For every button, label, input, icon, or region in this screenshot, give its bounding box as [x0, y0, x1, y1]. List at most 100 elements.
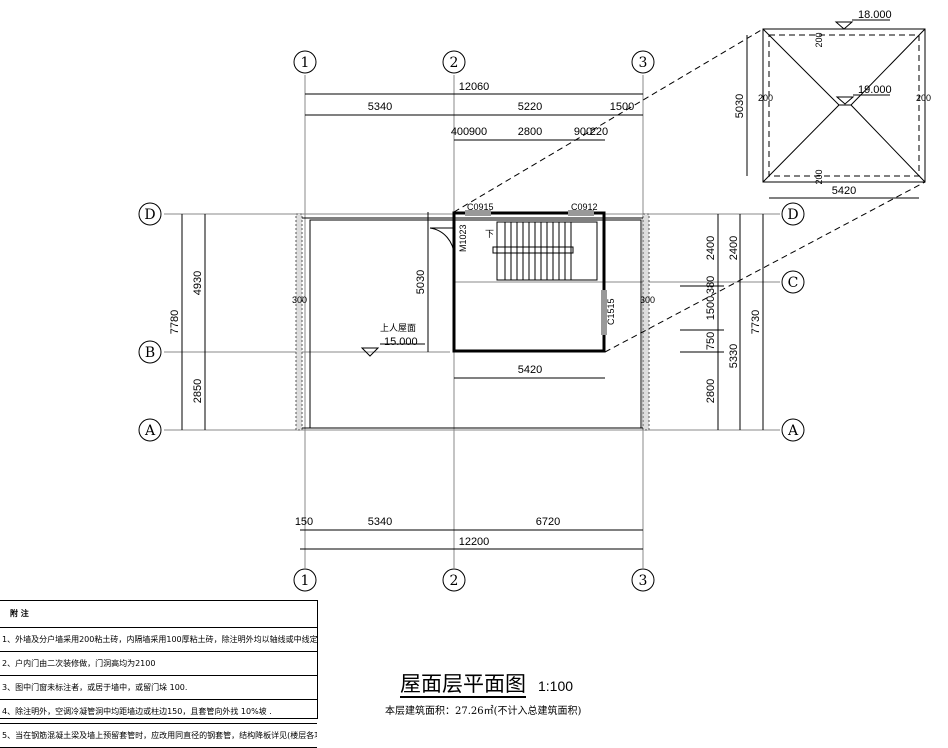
drawing-line [850, 104, 926, 183]
roof-label: 上人屋面 [380, 323, 416, 333]
axis-bubble-1-top: 1 [293, 50, 317, 74]
axis-bubble-D-right: D [781, 202, 805, 226]
drawing-line [138, 202, 162, 226]
dimension-label: 5220 [518, 101, 542, 113]
roof-plan [746, 19, 926, 199]
drawing-line [452, 211, 606, 353]
wall-thickness-left: 300 [292, 295, 307, 305]
top-dimensions: 12060 5340 5220 1500 400 900 2800 900 22… [305, 81, 643, 141]
drawing-line [781, 202, 805, 226]
axis-bubble-B-left: B [138, 340, 162, 364]
roof-floor-plan-drawing: 1 2 3 1 2 3 D B A D C A 300 300 C0915 C0… [138, 9, 931, 592]
dimension-label: 400 [451, 126, 469, 138]
drawing-line [295, 213, 303, 431]
grid-lines [164, 75, 780, 568]
drawing-line [293, 568, 317, 592]
dimension-label: 900 [469, 126, 487, 138]
dimension-label: 1 [301, 573, 310, 589]
drawing-line [293, 50, 317, 74]
axis-bubble-C-right: C [781, 270, 805, 294]
roof-ridge-elevation: 19.000 [858, 84, 892, 96]
dimension-label: 200 [814, 169, 824, 184]
roof-plan-height: 5030 [734, 94, 746, 118]
stair-width-dim: 5420 [518, 364, 542, 376]
dimension-label: 750 [705, 332, 717, 350]
dimension-label: B [145, 345, 155, 361]
note-item: 2、户内门由二次装修做，门洞高均为2100 [0, 652, 317, 676]
axis-bubble-2-top: 2 [442, 50, 466, 74]
axis-bubble-A-left: A [138, 418, 162, 442]
drawing-line [850, 28, 926, 106]
axis-bubble-1-bottom: 1 [293, 568, 317, 592]
stair-room [429, 210, 607, 353]
drawing-line [442, 50, 466, 74]
notes-table: 附 注 1、外墙及分户墙采用200粘土砖，内隔墙采用100厚粘土砖，除注明外均以… [0, 600, 318, 748]
roof-eave-elevation: 18.000 [858, 9, 892, 21]
window-c0915: C0915 [467, 202, 494, 212]
dimension-label: 2800 [705, 379, 717, 403]
dimension-label: 2400 [705, 236, 717, 260]
dimension-label: 2 [450, 573, 459, 589]
dimension-label: 4930 [192, 271, 204, 295]
dimension-label: 220 [590, 126, 608, 138]
window-c1515: C1515 [606, 298, 616, 325]
dimension-label: 2400 [728, 236, 740, 260]
axis-bubble-D-left: D [138, 202, 162, 226]
bottom-dimensions: 150 5340 6720 12200 [295, 516, 643, 550]
drawing-line [631, 50, 655, 74]
stair-down-label: 下 [485, 229, 494, 239]
left-dimensions: 7780 4930 2850 [169, 214, 206, 430]
drawing-line [781, 270, 805, 294]
axis-bubble-A-right: A [781, 418, 805, 442]
drawing-line [762, 104, 840, 183]
drawing-line [492, 246, 574, 254]
dimension-label: A [787, 423, 799, 439]
axis-bubble-2-bottom: 2 [442, 568, 466, 592]
drawing-line [138, 340, 162, 364]
drawing-line [601, 290, 607, 335]
axis-bubble-3-bottom: 3 [631, 568, 655, 592]
stairs [492, 221, 598, 281]
window-c0912: C0912 [571, 202, 598, 212]
drawing-line [768, 34, 920, 177]
drawing-line [309, 219, 642, 429]
drawing-title: 屋面层平面图 [400, 672, 526, 698]
notes-heading: 附 注 [0, 601, 317, 628]
axis-bubble-3-top: 3 [631, 50, 655, 74]
dimension-label: 3 [639, 55, 648, 71]
roof-outline [295, 213, 650, 431]
drawing-line [604, 181, 926, 353]
dimension-label: 1 [301, 55, 310, 71]
dimension-label: 7780 [169, 310, 181, 334]
roof-plan-width: 5420 [832, 185, 856, 197]
dimension-label: 380 [705, 276, 717, 294]
dimension-label: C [788, 275, 799, 291]
drawing-line [762, 28, 840, 106]
dimension-label: 1500 [705, 296, 717, 320]
drawing-line [453, 28, 764, 213]
dimension-label: 5340 [368, 101, 392, 113]
dimension-label: 1500 [610, 101, 634, 113]
door-m1023: M1023 [458, 224, 468, 252]
right-dimensions: 2400 380 1500 750 2800 2400 5330 7730 [680, 214, 764, 430]
drawing-line [138, 418, 162, 442]
drawing-line [781, 418, 805, 442]
note-item: 1、外墙及分户墙采用200粘土砖，内隔墙采用100厚粘土砖，除注明外均以轴线或中… [0, 628, 317, 652]
dimension-label: 2800 [518, 126, 542, 138]
drawing-line [429, 227, 455, 257]
drawing-line [568, 210, 594, 216]
dimension-label: A [144, 423, 156, 439]
dimension-label: 5340 [368, 516, 392, 528]
stair-height-dim: 5030 [415, 270, 427, 294]
elevation-marker-icon [360, 347, 380, 357]
roof-elevation: 15.000 [384, 336, 418, 348]
dimension-label: 12060 [459, 81, 490, 93]
dimension-label: 200 [814, 32, 824, 47]
dimension-label: D [787, 207, 798, 223]
drawing-line [835, 96, 855, 105]
drawing-line [834, 21, 854, 30]
dimension-label: 12200 [459, 536, 490, 548]
wall-thickness-right: 300 [640, 295, 655, 305]
note-item: 3、图中门窗未标注者，或居于墙中，或留门垛 100. [0, 676, 317, 700]
drawing-line [642, 213, 650, 431]
